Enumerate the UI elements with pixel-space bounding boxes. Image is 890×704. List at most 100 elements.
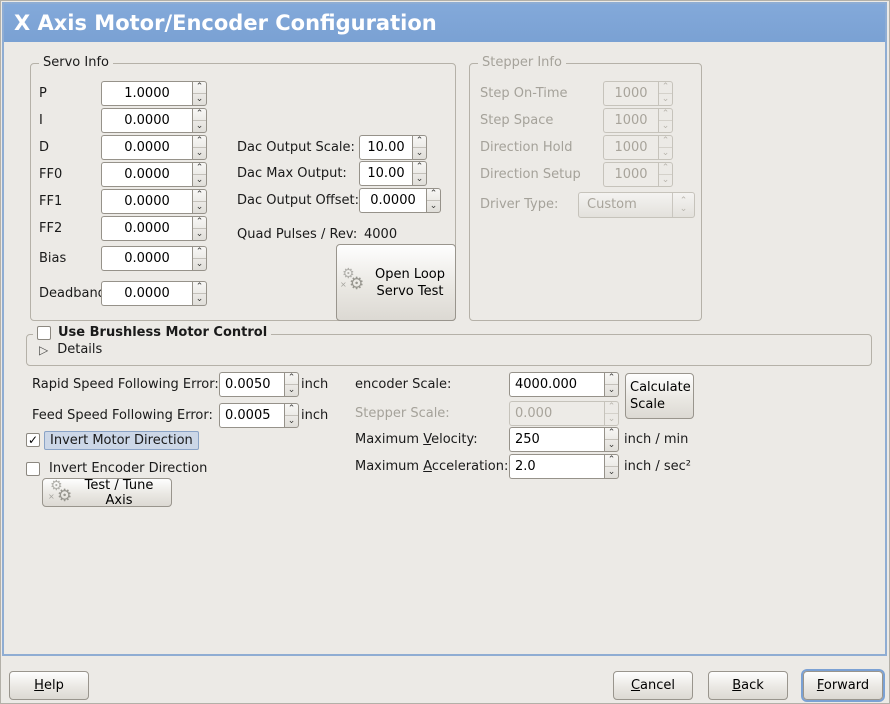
encoder-scale-spin-buttons[interactable]: ⌃⌄ bbox=[604, 372, 619, 397]
d-spin-buttons[interactable]: ⌃⌄ bbox=[192, 135, 207, 160]
expander-arrow-icon[interactable]: ▷ bbox=[39, 342, 49, 357]
bias-spin-buttons[interactable]: ⌃⌄ bbox=[192, 246, 207, 271]
maximum-velocity-input[interactable]: 250 bbox=[509, 427, 604, 452]
encoder-scale-input[interactable]: 4000.000 bbox=[509, 372, 604, 397]
spin-up-icon[interactable]: ⌃ bbox=[607, 455, 616, 465]
spin-up-icon[interactable]: ⌃ bbox=[415, 162, 424, 172]
help-button[interactable]: Help bbox=[9, 671, 89, 700]
ff2-input[interactable]: 0.0000 bbox=[101, 216, 192, 241]
spin-down-icon[interactable]: ⌄ bbox=[605, 384, 618, 396]
dac-output-offset-input[interactable]: 0.0000 bbox=[359, 188, 426, 213]
ff1-label: FF1 bbox=[39, 194, 63, 209]
d-input[interactable]: 0.0000 bbox=[101, 135, 192, 160]
ff0-spinbox[interactable]: 0.0000 ⌃⌄ bbox=[101, 162, 207, 187]
p-input[interactable]: 1.0000 bbox=[101, 81, 192, 106]
maximum-velocity-spinbox[interactable]: 250 ⌃⌄ bbox=[509, 427, 619, 452]
invert-motor-direction-label[interactable]: Invert Motor Direction bbox=[44, 431, 199, 450]
ff0-spin-buttons[interactable]: ⌃⌄ bbox=[192, 162, 207, 187]
details-expander[interactable]: ▷ Details bbox=[39, 342, 102, 357]
spin-down-icon[interactable]: ⌄ bbox=[193, 201, 206, 213]
spin-down-icon[interactable]: ⌄ bbox=[193, 258, 206, 270]
cancel-button[interactable]: Cancel bbox=[613, 671, 693, 700]
spin-up-icon[interactable]: ⌃ bbox=[195, 190, 204, 200]
spin-up-icon[interactable]: ⌃ bbox=[415, 136, 424, 146]
feed-following-error-unit: inch bbox=[301, 408, 329, 423]
dac-max-output-spinbox[interactable]: 10.00 ⌃⌄ bbox=[359, 161, 427, 186]
dac-output-scale-spin-buttons[interactable]: ⌃⌄ bbox=[412, 135, 427, 160]
i-spin-buttons[interactable]: ⌃⌄ bbox=[192, 108, 207, 133]
spin-down-icon[interactable]: ⌄ bbox=[193, 120, 206, 132]
bias-input[interactable]: 0.0000 bbox=[101, 246, 192, 271]
bias-spinbox[interactable]: 0.0000 ⌃⌄ bbox=[101, 246, 207, 271]
i-input[interactable]: 0.0000 bbox=[101, 108, 192, 133]
i-spinbox[interactable]: 0.0000 ⌃⌄ bbox=[101, 108, 207, 133]
spin-up-icon[interactable]: ⌃ bbox=[195, 217, 204, 227]
spin-up-icon[interactable]: ⌃ bbox=[287, 373, 296, 383]
forward-button[interactable]: Forward bbox=[803, 671, 883, 700]
spin-down-icon: ⌄ bbox=[659, 147, 672, 159]
rapid-following-error-spin-buttons[interactable]: ⌃⌄ bbox=[284, 372, 299, 397]
invert-encoder-direction-label[interactable]: Invert Encoder Direction bbox=[49, 461, 208, 476]
p-spinbox[interactable]: 1.0000 ⌃⌄ bbox=[101, 81, 207, 106]
d-spinbox[interactable]: 0.0000 ⌃⌄ bbox=[101, 135, 207, 160]
spin-up-icon[interactable]: ⌃ bbox=[195, 109, 204, 119]
dac-output-offset-spinbox[interactable]: 0.0000 ⌃⌄ bbox=[359, 188, 441, 213]
open-loop-servo-test-button[interactable]: ⚙⚙× Open Loop Servo Test bbox=[336, 244, 456, 321]
deadband-input[interactable]: 0.0000 bbox=[101, 281, 192, 306]
spin-up-icon[interactable]: ⌃ bbox=[195, 163, 204, 173]
spin-down-icon[interactable]: ⌄ bbox=[413, 173, 426, 185]
ff1-spin-buttons[interactable]: ⌃⌄ bbox=[192, 189, 207, 214]
spin-down-icon[interactable]: ⌄ bbox=[413, 147, 426, 159]
ff2-spinbox[interactable]: 0.0000 ⌃⌄ bbox=[101, 216, 207, 241]
spin-down-icon[interactable]: ⌄ bbox=[193, 147, 206, 159]
spin-down-icon[interactable]: ⌄ bbox=[193, 228, 206, 240]
ff1-input[interactable]: 0.0000 bbox=[101, 189, 192, 214]
rapid-following-error-input[interactable]: 0.0050 bbox=[219, 372, 284, 397]
feed-following-error-spinbox[interactable]: 0.0005 ⌃⌄ bbox=[219, 403, 299, 428]
maximum-velocity-label: Maximum Velocity: bbox=[355, 432, 478, 447]
spin-down-icon[interactable]: ⌄ bbox=[193, 293, 206, 305]
dac-max-output-input[interactable]: 10.00 bbox=[359, 161, 412, 186]
spin-down-icon[interactable]: ⌄ bbox=[285, 384, 298, 396]
maximum-acceleration-spin-buttons[interactable]: ⌃⌄ bbox=[604, 454, 619, 479]
ff1-spinbox[interactable]: 0.0000 ⌃⌄ bbox=[101, 189, 207, 214]
spin-up-icon[interactable]: ⌃ bbox=[195, 247, 204, 257]
dac-output-scale-spinbox[interactable]: 10.00 ⌃⌄ bbox=[359, 135, 427, 160]
spin-down-icon[interactable]: ⌄ bbox=[193, 174, 206, 186]
spin-down-icon[interactable]: ⌄ bbox=[427, 200, 440, 212]
back-button[interactable]: Back bbox=[708, 671, 788, 700]
test-tune-axis-button[interactable]: ⚙⚙× Test / Tune Axis bbox=[42, 478, 172, 508]
ff0-input[interactable]: 0.0000 bbox=[101, 162, 192, 187]
dac-max-output-spin-buttons[interactable]: ⌃⌄ bbox=[412, 161, 427, 186]
dac-output-scale-input[interactable]: 10.00 bbox=[359, 135, 412, 160]
invert-encoder-direction-checkbox[interactable] bbox=[26, 462, 40, 476]
spin-down-icon[interactable]: ⌄ bbox=[605, 439, 618, 451]
calculate-scale-button[interactable]: Calculate Scale bbox=[625, 373, 694, 419]
use-brushless-checkbox[interactable] bbox=[37, 326, 51, 340]
maximum-velocity-spin-buttons[interactable]: ⌃⌄ bbox=[604, 427, 619, 452]
spin-up-icon[interactable]: ⌃ bbox=[607, 373, 616, 383]
dac-output-offset-spin-buttons[interactable]: ⌃⌄ bbox=[426, 188, 441, 213]
spin-up-icon[interactable]: ⌃ bbox=[287, 404, 296, 414]
encoder-scale-spinbox[interactable]: 4000.000 ⌃⌄ bbox=[509, 372, 619, 397]
spin-down-icon[interactable]: ⌄ bbox=[193, 93, 206, 105]
feed-following-error-spin-buttons[interactable]: ⌃⌄ bbox=[284, 403, 299, 428]
ff2-spin-buttons[interactable]: ⌃⌄ bbox=[192, 216, 207, 241]
spin-up-icon[interactable]: ⌃ bbox=[429, 189, 438, 199]
spin-down-icon[interactable]: ⌄ bbox=[605, 466, 618, 478]
spin-up-icon[interactable]: ⌃ bbox=[607, 428, 616, 438]
direction-hold-spin-buttons: ⌃⌄ bbox=[658, 135, 673, 160]
maximum-acceleration-input[interactable]: 2.0 bbox=[509, 454, 604, 479]
spin-up-icon[interactable]: ⌃ bbox=[195, 136, 204, 146]
p-spin-buttons[interactable]: ⌃⌄ bbox=[192, 81, 207, 106]
deadband-spin-buttons[interactable]: ⌃⌄ bbox=[192, 281, 207, 306]
spin-up-icon[interactable]: ⌃ bbox=[195, 82, 204, 92]
spin-up-icon[interactable]: ⌃ bbox=[195, 282, 204, 292]
spin-up-icon: ⌃ bbox=[661, 109, 670, 119]
maximum-acceleration-spinbox[interactable]: 2.0 ⌃⌄ bbox=[509, 454, 619, 479]
deadband-spinbox[interactable]: 0.0000 ⌃⌄ bbox=[101, 281, 207, 306]
feed-following-error-input[interactable]: 0.0005 bbox=[219, 403, 284, 428]
invert-motor-direction-checkbox[interactable]: ✓ bbox=[26, 433, 40, 447]
spin-down-icon[interactable]: ⌄ bbox=[285, 415, 298, 427]
rapid-following-error-spinbox[interactable]: 0.0050 ⌃⌄ bbox=[219, 372, 299, 397]
